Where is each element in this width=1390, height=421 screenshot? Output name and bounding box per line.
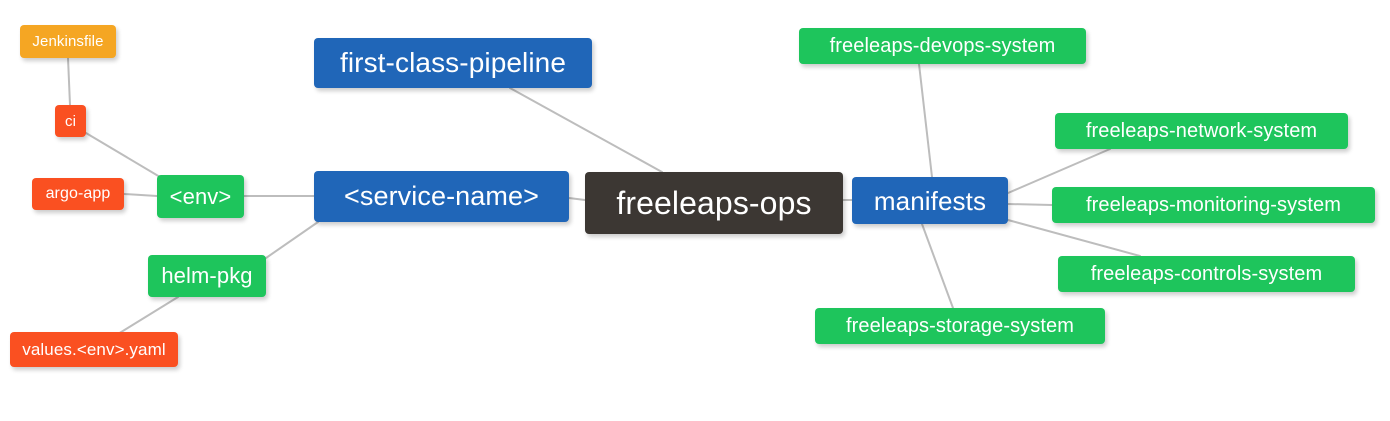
node-label-freeleaps-ops: freeleaps-ops bbox=[616, 185, 812, 221]
edge-manifests-controls bbox=[1007, 219, 1141, 257]
edge-service-name-helm-pkg bbox=[265, 221, 319, 259]
edge-ci-env bbox=[85, 132, 161, 178]
node-label-argo-app: argo-app bbox=[45, 185, 111, 202]
node-argo-app[interactable]: argo-app bbox=[32, 178, 124, 210]
edge-jenkinsfile-ci bbox=[67, 57, 71, 106]
node-freeleaps-ops[interactable]: freeleaps-ops bbox=[585, 172, 843, 234]
node-freeleaps-network-system[interactable]: freeleaps-network-system bbox=[1055, 113, 1348, 149]
node-freeleaps-storage-system[interactable]: freeleaps-storage-system bbox=[815, 308, 1105, 344]
node-jenkinsfile[interactable]: Jenkinsfile bbox=[20, 25, 116, 58]
node-label-env: <env> bbox=[169, 183, 232, 209]
node-helm-pkg[interactable]: helm-pkg bbox=[148, 255, 266, 297]
node-label-freeleaps-network-system: freeleaps-network-system bbox=[1085, 120, 1318, 142]
node-label-helm-pkg: helm-pkg bbox=[161, 263, 253, 288]
edge-manifests-devops bbox=[918, 63, 933, 178]
node-freeleaps-controls-system[interactable]: freeleaps-controls-system bbox=[1058, 256, 1355, 292]
node-first-class-pipeline[interactable]: first-class-pipeline bbox=[314, 38, 592, 88]
node-label-manifests: manifests bbox=[873, 185, 987, 216]
node-manifests[interactable]: manifests bbox=[852, 177, 1008, 224]
node-label-freeleaps-controls-system: freeleaps-controls-system bbox=[1090, 263, 1323, 285]
edge-manifests-monitoring bbox=[1007, 203, 1053, 206]
node-label-values-env-yaml: values.<env>.yaml bbox=[22, 340, 166, 359]
node-label-ci: ci bbox=[64, 112, 77, 130]
edge-argo-app-env bbox=[123, 193, 158, 197]
node-label-freeleaps-devops-system: freeleaps-devops-system bbox=[829, 35, 1056, 57]
edge-service-name-ops bbox=[568, 197, 586, 201]
edge-helm-pkg-values bbox=[117, 296, 179, 335]
node-service-name[interactable]: <service-name> bbox=[314, 171, 569, 222]
node-label-service-name: <service-name> bbox=[344, 181, 539, 211]
node-freeleaps-monitoring-system[interactable]: freeleaps-monitoring-system bbox=[1052, 187, 1375, 223]
node-values-env-yaml[interactable]: values.<env>.yaml bbox=[10, 332, 178, 367]
edge-manifests-storage bbox=[921, 223, 954, 309]
node-label-freeleaps-storage-system: freeleaps-storage-system bbox=[845, 315, 1075, 337]
node-label-freeleaps-monitoring-system: freeleaps-monitoring-system bbox=[1085, 194, 1341, 216]
node-freeleaps-devops-system[interactable]: freeleaps-devops-system bbox=[799, 28, 1086, 64]
node-label-jenkinsfile: Jenkinsfile bbox=[32, 33, 104, 50]
edge-first-class-pipeline-ops bbox=[509, 87, 663, 173]
node-ci[interactable]: ci bbox=[55, 105, 86, 137]
node-label-first-class-pipeline: first-class-pipeline bbox=[339, 47, 567, 78]
node-env[interactable]: <env> bbox=[157, 175, 244, 218]
